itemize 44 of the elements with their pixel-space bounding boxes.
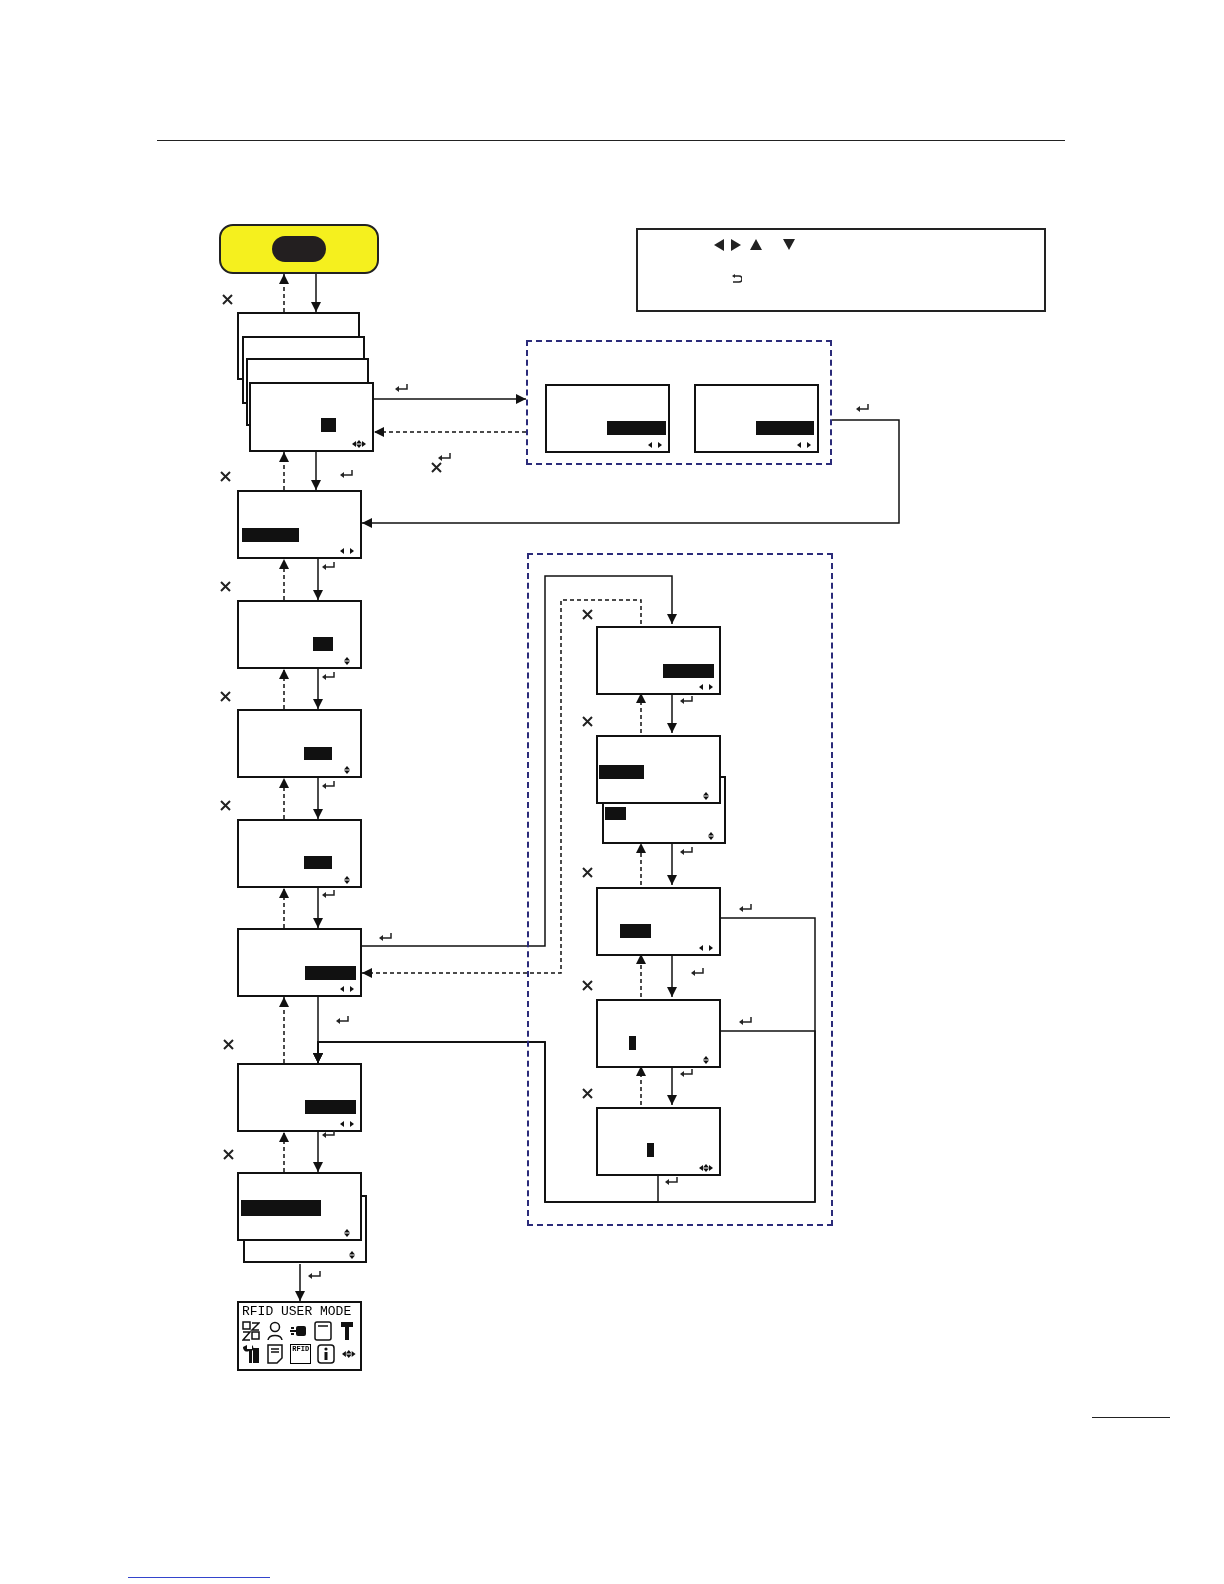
lcd-screen	[694, 384, 819, 453]
arrow	[313, 668, 323, 710]
dashed-arrow	[279, 1131, 289, 1173]
lcd-screen	[596, 626, 721, 695]
screen-title: RFID USER MODE	[242, 1304, 353, 1319]
lcd-screen	[237, 600, 362, 669]
arrow	[361, 419, 900, 528]
lcd-screen	[545, 384, 670, 453]
dashed-arrow	[279, 273, 289, 313]
arrow	[373, 394, 527, 404]
dashed-group-frame	[526, 340, 832, 465]
arrow	[313, 558, 323, 601]
dashed-arrow	[279, 777, 289, 820]
dashed-arrow	[636, 842, 646, 886]
lcd-screen	[237, 490, 362, 559]
lcd-screen-stack	[237, 1172, 368, 1264]
dashed-arrow	[279, 558, 289, 601]
arrow	[311, 273, 321, 313]
dashed-arrow	[373, 427, 527, 437]
lcd-screen	[237, 928, 362, 997]
arrow	[313, 777, 323, 820]
start-key-box	[219, 224, 379, 274]
dashed-arrow	[279, 668, 289, 710]
arrow	[295, 1263, 305, 1302]
dashed-arrow	[279, 996, 289, 1064]
dashed-arrow	[361, 599, 642, 978]
arrow	[313, 1041, 659, 1203]
lcd-screen-stack	[596, 735, 727, 845]
dashed-arrow	[279, 451, 289, 491]
lcd-screen	[237, 819, 362, 888]
arrow	[313, 887, 323, 929]
lcd-screen-stack	[237, 312, 374, 452]
lcd-screen	[237, 1063, 362, 1132]
lcd-screen	[237, 709, 362, 778]
lcd-screen	[596, 999, 721, 1068]
arrow	[313, 1131, 323, 1173]
lcd-screen	[596, 887, 721, 956]
lcd-menu-screen	[237, 1301, 362, 1371]
dashed-arrow	[279, 887, 289, 929]
arrow	[361, 575, 677, 947]
dashed-group-frame	[527, 553, 833, 1226]
arrow	[311, 451, 321, 491]
arrow	[667, 842, 677, 886]
lcd-screen	[596, 1107, 721, 1176]
